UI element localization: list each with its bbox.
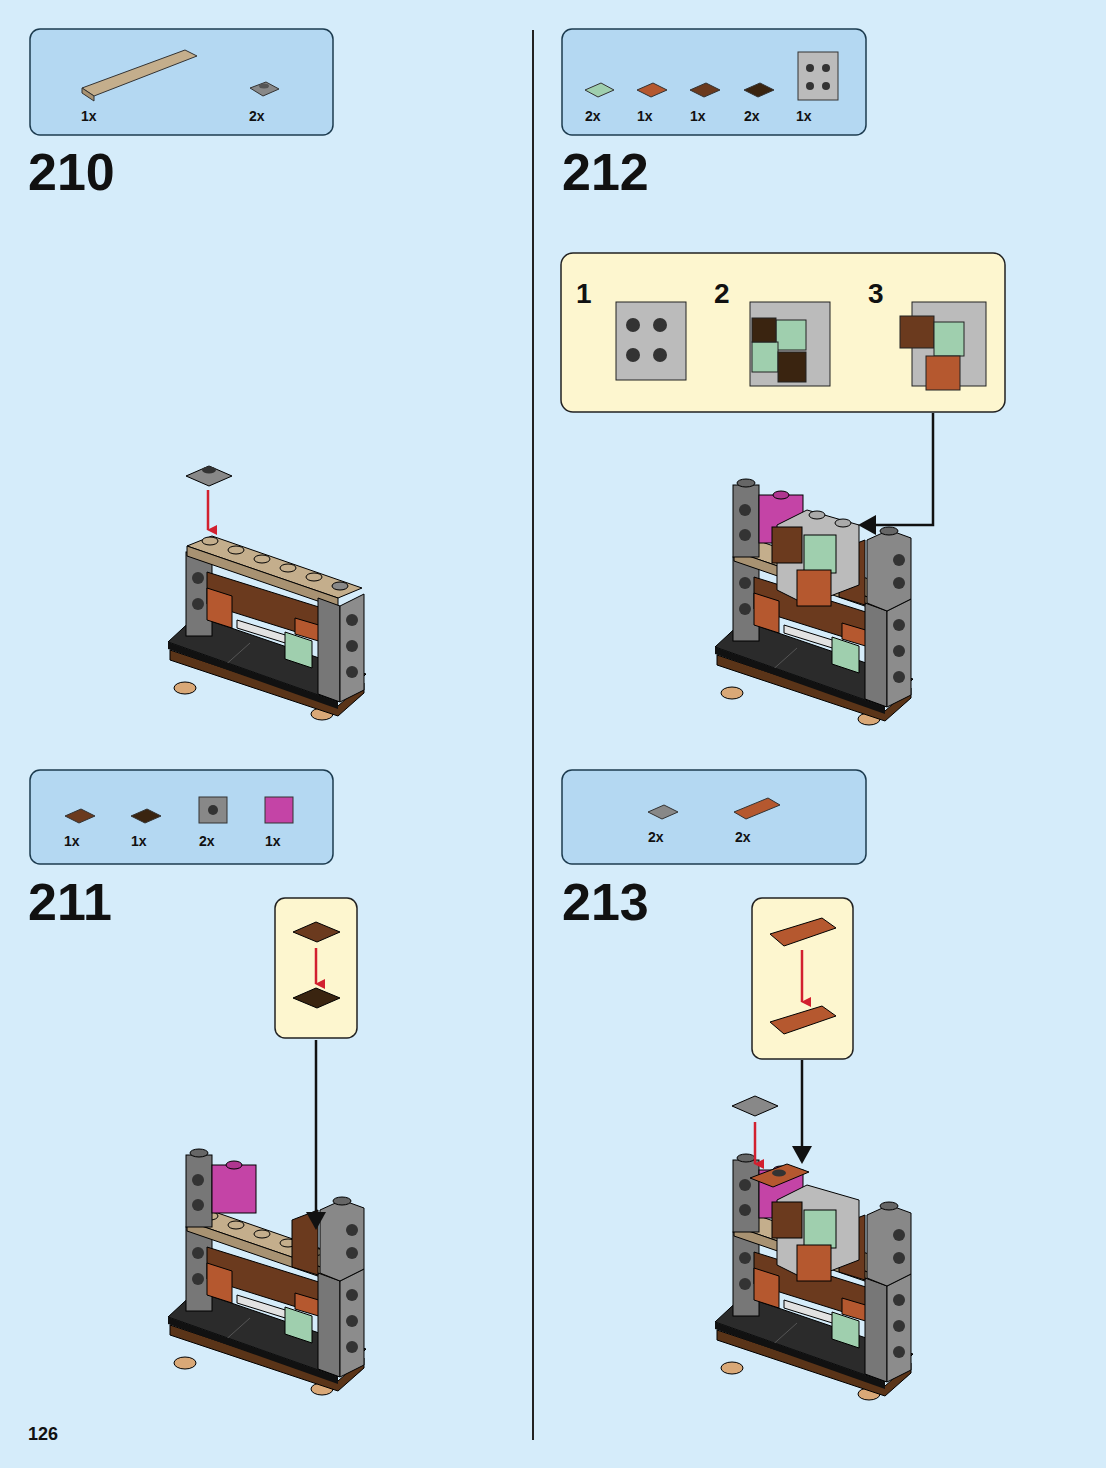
step-number: 210 — [28, 146, 115, 198]
part-count: 1x — [265, 834, 281, 848]
part-count: 1x — [131, 834, 147, 848]
part-count: 2x — [585, 109, 601, 123]
step-number: 211 — [28, 876, 112, 928]
substep-number: 3 — [868, 280, 884, 308]
step-number: 212 — [562, 146, 649, 198]
step-number: 213 — [562, 876, 649, 928]
part-count: 2x — [648, 830, 664, 844]
part-count: 1x — [637, 109, 653, 123]
substep-number: 2 — [714, 280, 730, 308]
part-count: 1x — [796, 109, 812, 123]
substep-number: 1 — [576, 280, 592, 308]
part-count: 1x — [64, 834, 80, 848]
part-count: 1x — [690, 109, 706, 123]
part-count: 2x — [744, 109, 760, 123]
part-count: 1x — [81, 109, 97, 123]
page-number: 126 — [28, 1425, 58, 1443]
part-count: 2x — [735, 830, 751, 844]
part-count: 2x — [199, 834, 215, 848]
part-count: 2x — [249, 109, 265, 123]
